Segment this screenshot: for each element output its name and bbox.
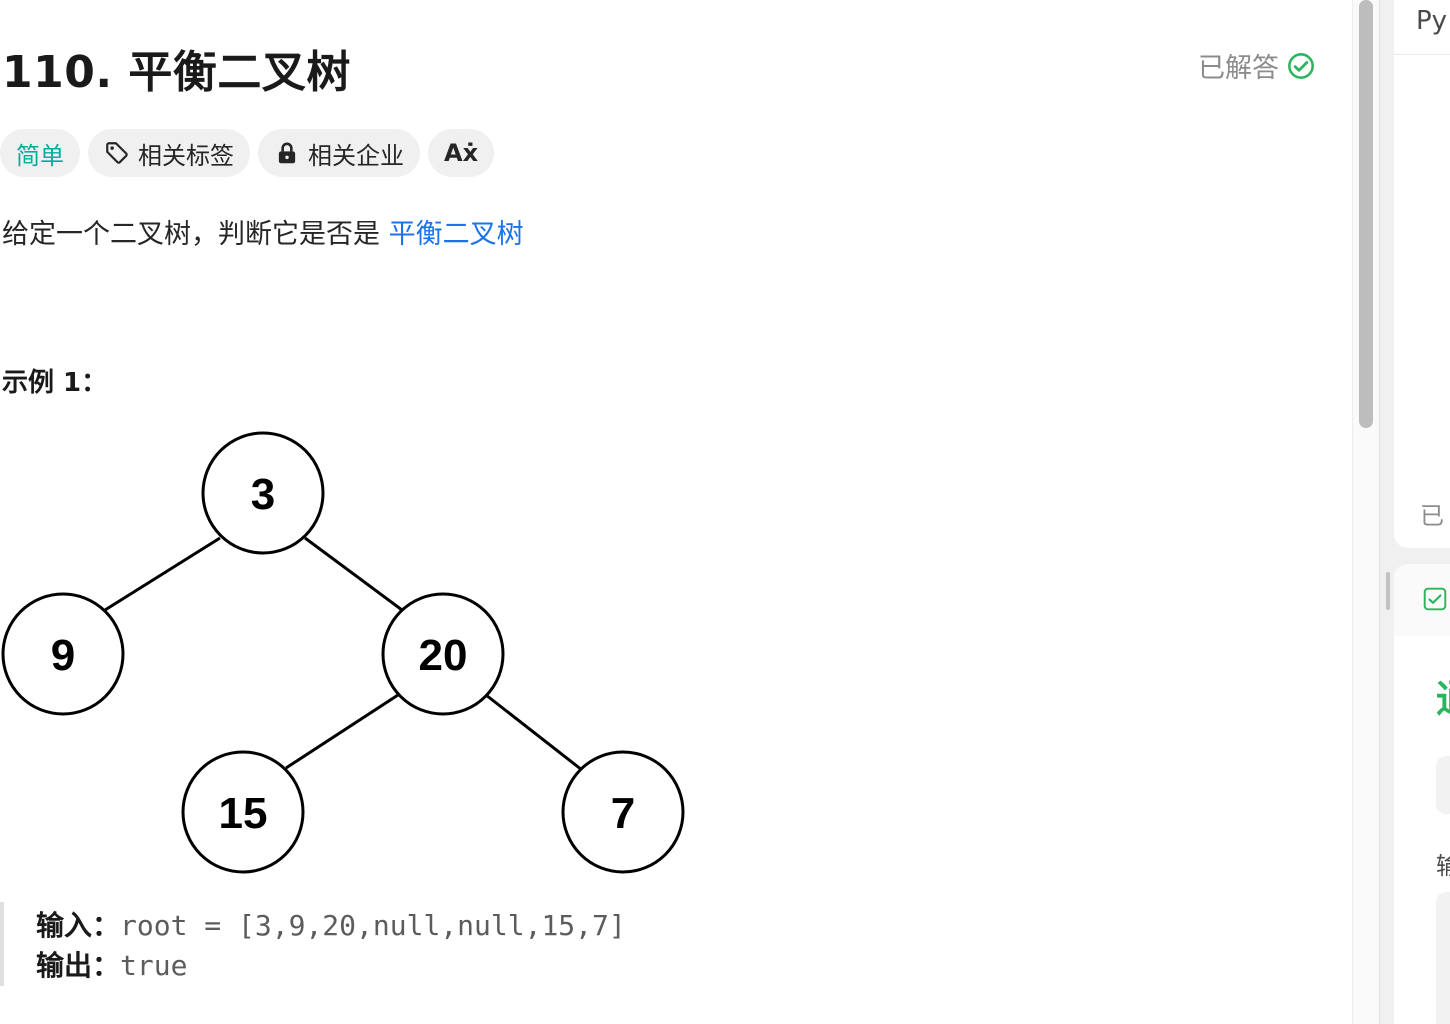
example-output-label: 输出： [36,949,121,982]
page-title: 110. 平衡二叉树 [2,47,351,98]
example-output-value: true [120,949,188,982]
difficulty-badge: 简单 [0,129,80,177]
tree-node-label: 9 [51,631,75,680]
checkbox-icon[interactable] [1422,586,1448,612]
example-io-block: 输入：root = [3,9,20,null,null,15,7] 输出：tru… [0,902,680,986]
test-result-card: 通 输 [1394,564,1450,1024]
tree-node-circle [381,592,505,716]
solved-status-label: 已解答 [1198,53,1279,84]
input-value-box [1436,892,1450,1024]
example-input-value: root = [3,9,20,null,null,15,7] [120,909,626,942]
lock-icon [278,142,296,164]
result-status: 通 [1436,668,1450,723]
tree-edge [485,693,583,772]
code-editor-card: Py 已 [1394,0,1450,548]
problem-description: 给定一个二叉树，判断它是否是 平衡二叉树 [2,212,524,251]
example-input-line: 输入：root = [3,9,20,null,null,15,7] [36,906,680,946]
tag-icon [106,142,128,164]
tree-node-circle [1,592,125,716]
input-label: 输 [1436,852,1450,880]
testcase-tab[interactable] [1436,756,1450,814]
related-topics-button[interactable]: 相关标签 [88,129,250,177]
tree-edge [285,693,399,770]
related-topics-label: 相关标签 [138,141,234,170]
difficulty-label: 简单 [16,141,64,170]
description-text: 给定一个二叉树，判断它是否是 [2,219,389,250]
problem-description-panel: 110. 平衡二叉树 已解答 简单 相关标签 [0,46,1315,986]
description-scrollbar[interactable] [1352,0,1380,1024]
example-input-label: 输入： [36,909,121,942]
tree-node-circle [181,750,305,874]
resize-handle[interactable] [1386,572,1390,610]
solved-status: 已解答 [1198,46,1315,85]
related-companies-button[interactable]: 相关企业 [258,129,420,177]
tree-node-circle [561,750,685,874]
tree-node-label: 15 [219,789,268,838]
translate-button[interactable]: Aẋ [428,129,495,177]
language-selector[interactable]: Py [1416,6,1448,36]
editor-panel: Py 已 通 输 [1380,0,1450,1024]
tree-node-circle [201,431,325,555]
problem-tags: 简单 相关标签 相关企业 Aẋ [0,129,495,177]
translate-icon: Aẋ [444,139,479,167]
balanced-tree-link[interactable]: 平衡二叉树 [388,219,524,250]
divider [1394,54,1450,55]
example-tree-diagram: 3 9 20 15 7 [1,431,685,874]
tree-edge [104,536,221,612]
scrollbar-thumb[interactable] [1359,0,1373,428]
tree-node-label: 7 [611,789,635,838]
result-tab-bar [1394,564,1450,636]
example-title: 示例 1： [2,368,108,398]
tree-node-label: 20 [419,631,468,680]
check-circle-icon [1288,52,1314,79]
tree-edge [304,536,403,612]
tree-node-label: 3 [251,470,275,519]
related-companies-label: 相关企业 [308,141,404,170]
example-output-line: 输出：true [36,946,680,986]
saved-status: 已 [1420,502,1444,530]
